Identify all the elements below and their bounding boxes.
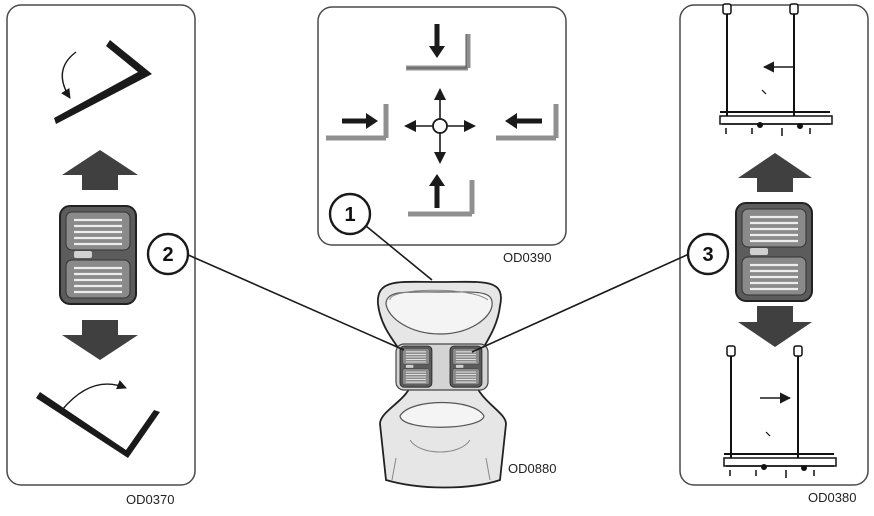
tilt-back-icon (54, 40, 152, 124)
callout-1-label: 1 (344, 204, 355, 226)
shift-down-arrow-icon (738, 306, 812, 347)
figure-code-right: OD0380 (808, 490, 856, 505)
shift-up-arrow-icon (738, 153, 812, 192)
figure-code-joystick: OD0880 (508, 461, 556, 476)
joystick-handle (377, 280, 507, 489)
fork-up-icon (408, 174, 475, 217)
fork-right-icon (326, 104, 389, 141)
leader-line-3 (471, 253, 690, 353)
leader-line-1 (365, 225, 433, 281)
left-panel-tilt (6, 4, 196, 486)
callout-3-label: 3 (702, 244, 713, 266)
figure-code-left: OD0370 (126, 492, 174, 507)
callout-2: 2 (146, 232, 190, 276)
tilt-up-arrow-icon (62, 150, 138, 190)
shift-rocker-switch-icon (734, 201, 814, 303)
top-panel-fork-positioning (317, 6, 567, 246)
joystick-right-rocker[interactable] (449, 345, 483, 388)
fork-left-icon (496, 104, 559, 141)
four-way-arrows-icon (404, 88, 476, 164)
tilt-rocker-switch-icon (58, 204, 138, 306)
tilt-down-arrow-icon (62, 320, 138, 360)
leader-lines (185, 225, 690, 353)
joystick-left-rocker[interactable] (399, 345, 433, 388)
right-panel-side-shift (679, 3, 869, 486)
callout-2-label: 2 (162, 244, 173, 266)
fork-down-icon (406, 24, 471, 71)
leader-line-2 (185, 253, 405, 351)
callout-3: 3 (686, 232, 730, 276)
tilt-forward-icon (36, 380, 160, 458)
callout-1: 1 (328, 192, 372, 236)
figure-code-top: OD0390 (503, 250, 551, 265)
